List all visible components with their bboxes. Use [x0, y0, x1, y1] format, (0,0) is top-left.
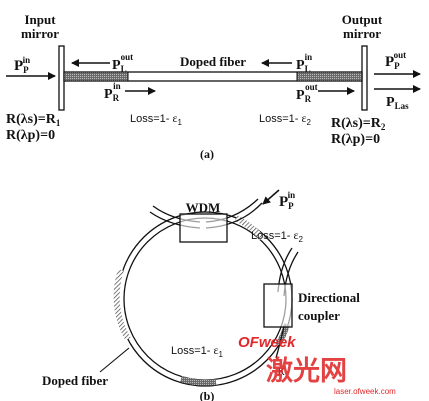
input-reflectivity-signal: R(λs)=R1	[6, 112, 61, 128]
output-mirror-label-line1: Output	[342, 12, 383, 27]
input-mirror-label-line1: Input	[24, 12, 56, 27]
output-mirror-label-line2: mirror	[343, 26, 381, 41]
loss-right-label: Loss=1- ε2	[259, 111, 312, 127]
ring-doped-section-left	[113, 269, 131, 341]
output-reflectivity-pump: R(λp)=0	[331, 132, 380, 147]
laser-output-label: PLas	[386, 95, 409, 111]
caption-b: (b)	[200, 389, 215, 401]
watermark-chinese: 激光网	[266, 355, 347, 387]
ring-doped-fiber-pointer	[99, 347, 130, 373]
input-mirror-label-line2: mirror	[21, 26, 59, 41]
pr-in-label: PRin	[104, 81, 121, 103]
pump-output-label: PPout	[385, 50, 406, 71]
part-b-ring-cavity: WDM PPin Loss=1- ε2 Loss=1- ε1 Direction…	[42, 189, 360, 401]
output-mirror	[361, 45, 368, 111]
fiber-segment-left	[63, 71, 129, 82]
ring-pump-arrow	[262, 189, 280, 205]
fiber-segment-right	[296, 71, 363, 82]
input-reflectivity-pump: R(λp)=0	[6, 128, 55, 143]
pump-input-label: PPin	[14, 55, 30, 75]
coupler-output-fiber-bottom	[275, 325, 285, 359]
pl-out-label: PLout	[112, 52, 133, 74]
coupler-label-line2: coupler	[298, 308, 340, 323]
input-mirror	[58, 45, 65, 111]
watermark-brand: OFweek	[238, 334, 296, 351]
caption-a: (a)	[200, 147, 214, 161]
ring-doped-section-bottom	[180, 376, 217, 386]
wdm-label: WDM	[186, 200, 221, 215]
pr-out-label: PRout	[296, 82, 318, 104]
pl-in-label: PLin	[296, 52, 312, 74]
watermark-url: laser.ofweek.com	[334, 387, 396, 396]
ring-doped-fiber-label: Doped fiber	[42, 373, 108, 388]
ofweek-watermark: OFweek 激光网 laser.ofweek.com	[238, 334, 396, 396]
doped-fiber-label-a: Doped fiber	[180, 54, 246, 69]
ring-loss-top-label: Loss=1- ε2	[251, 228, 304, 244]
ring-loss-bottom-label: Loss=1- ε1	[171, 343, 224, 359]
output-reflectivity-signal: R(λs)=R2	[331, 116, 386, 132]
directional-coupler-box	[263, 283, 293, 328]
ring-doped-section-top-right	[234, 215, 265, 241]
loss-left-label: Loss=1- ε1	[130, 111, 183, 127]
part-a-linear-cavity: Input mirror Output mirror Doped fiber P…	[6, 12, 421, 161]
wdm-box	[179, 213, 228, 243]
coupler-label-line1: Directional	[298, 290, 360, 305]
coupling-k-label: K	[278, 367, 285, 378]
ring-pump-label: PPin	[279, 190, 295, 211]
